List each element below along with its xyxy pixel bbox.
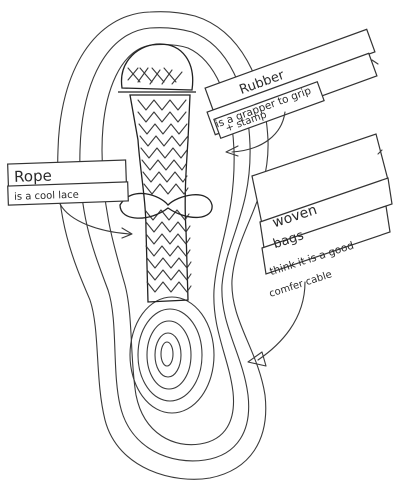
heel-rings — [130, 297, 214, 413]
strap-weave — [138, 100, 191, 292]
label-rope: Rope is a cool lace — [8, 160, 129, 205]
rope-knot — [120, 193, 212, 218]
label-rubber: Rubber is a grapper to grip + stamp — [205, 29, 377, 138]
toe-hatching — [128, 68, 182, 84]
rope-note: is a cool lace — [14, 190, 79, 203]
rope-title: Rope — [14, 167, 52, 186]
label-woven-bags: woven bags think it is a good comfer cab… — [252, 134, 392, 300]
toe-cap — [122, 44, 193, 90]
